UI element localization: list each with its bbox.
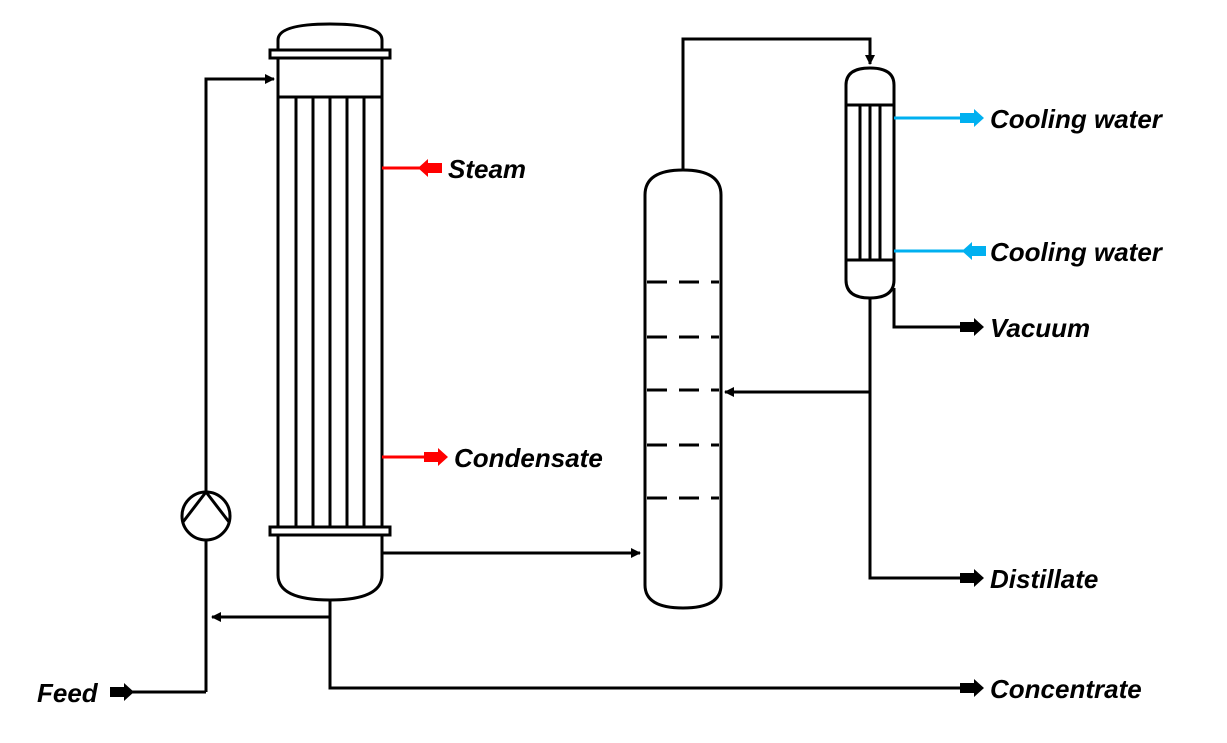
condenser: [844, 66, 896, 300]
cooling-water-outlet: [894, 109, 984, 127]
centrifugal-pump-icon: [180, 490, 232, 542]
evaporator-bottom-head: [276, 533, 384, 602]
cooling-water-inlet: [894, 242, 986, 260]
distillate-label: Distillate: [990, 564, 1098, 594]
condensate-label: Condensate: [454, 443, 603, 473]
block-arrow-icon: [418, 159, 442, 177]
block-arrow-icon: [962, 242, 986, 260]
block-arrow-icon: [960, 569, 984, 587]
block-arrow-icon: [960, 318, 984, 336]
separator-column: [643, 168, 723, 610]
block-arrow-icon: [960, 679, 984, 697]
block-arrow-icon: [110, 683, 134, 701]
concentrate-line: [328, 601, 962, 690]
condensate-outlet: [382, 448, 448, 466]
evaporator-top-dome: [276, 22, 384, 54]
recirculation-riser-line: [204, 74, 275, 492]
feed-label: Feed: [37, 678, 99, 708]
piping: [128, 37, 962, 694]
vacuum-label: Vacuum: [990, 313, 1090, 343]
evaporator: [268, 22, 392, 602]
block-arrow-icon: [960, 109, 984, 127]
distillate-line: [868, 298, 962, 580]
steam-inlet: [382, 159, 442, 177]
overhead-vapor-line: [681, 37, 875, 170]
block-arrow-icon: [424, 448, 448, 466]
steam-label: Steam: [448, 154, 526, 184]
concentrate-label: Concentrate: [990, 674, 1142, 704]
vacuum-line: [892, 288, 962, 329]
cooling-water-out-label: Cooling water: [990, 104, 1164, 134]
cooling-water-in-label: Cooling water: [990, 237, 1164, 267]
column-trays: [647, 280, 719, 500]
